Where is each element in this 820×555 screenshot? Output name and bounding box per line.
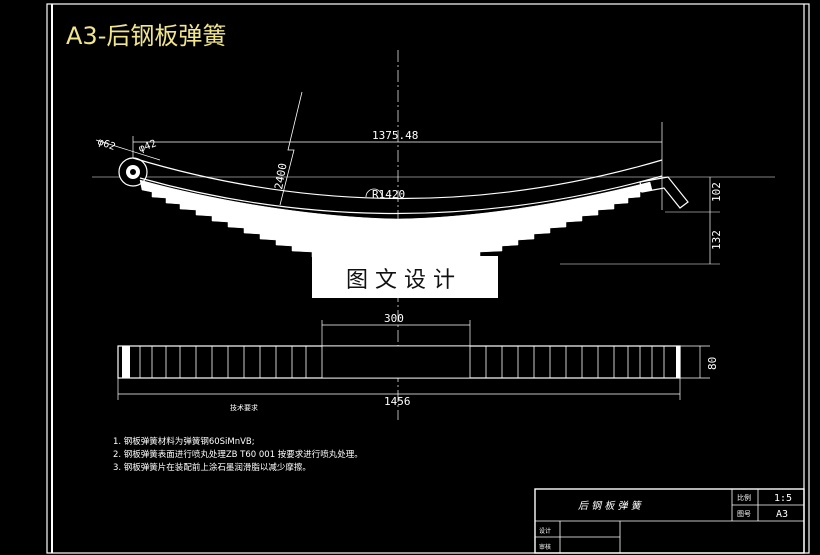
center-width-text: 300: [384, 312, 404, 325]
plan-leaf-divisions: [139, 346, 665, 378]
total-dim-text: 1456: [384, 395, 411, 408]
watermark-text: 图 文 设 计: [346, 268, 455, 293]
plan-center-clamp: [321, 345, 471, 379]
leaf-length-text: 2400: [272, 162, 289, 190]
plan-end-left: [122, 346, 130, 378]
span-dim-text: 1375.48: [372, 129, 418, 142]
title-block-sheet-label: 图号: [737, 510, 751, 518]
plan-view: 300 80 1456 技术要求: [117, 312, 719, 412]
drawing-title: A3-后钢板弹簧: [66, 22, 226, 50]
side-view: 1375.48 2400 φ62 φ42 R1420 102 132: [92, 91, 775, 265]
title-block-part-name: 后 钢 板 弹 簧: [578, 500, 643, 512]
technical-notes: 1. 钢板弹簧材料为弹簧钢60SiMnVB; 2. 钢板弹簧表面进行喷丸处理ZB…: [113, 436, 363, 473]
leaf-stack: [139, 179, 653, 263]
title-block-checker-label: 审核: [539, 543, 551, 551]
sheet-frame-outer: [46, 3, 810, 554]
plan-note-text: 技术要求: [230, 403, 258, 412]
title-block: [534, 488, 805, 554]
title-block-designer-label: 设计: [539, 527, 551, 535]
note-line-3: 3. 钢板弹簧片在装配前上涂石墨润滑脂以减少摩擦。: [113, 462, 311, 473]
radius-arc-symbol: [365, 188, 383, 198]
spring-hook: [639, 176, 689, 209]
watermark-band: [312, 256, 498, 298]
main-leaf-bottom: [139, 175, 663, 215]
width-dim-text: 80: [706, 357, 719, 370]
title-block-sheet-value: A3: [776, 509, 788, 520]
title-block-scale-value: 1:5: [774, 493, 792, 504]
eye-dim-leader: [95, 139, 161, 161]
leaf-length-leader: [279, 91, 303, 206]
height-upper-text: 102: [710, 182, 723, 202]
note-line-2: 2. 钢板弹簧表面进行喷丸处理ZB T60 001 按要求进行喷丸处理。: [113, 449, 363, 460]
title-block-scale-label: 比例: [737, 493, 751, 502]
radius-dim-text: R1420: [372, 188, 405, 201]
height-lower-text: 132: [710, 230, 723, 250]
spring-eye-pin: [130, 169, 136, 175]
main-leaf-top: [132, 157, 663, 200]
note-line-1: 1. 钢板弹簧材料为弹簧钢60SiMnVB;: [113, 436, 255, 447]
plan-end-right: [676, 346, 680, 378]
